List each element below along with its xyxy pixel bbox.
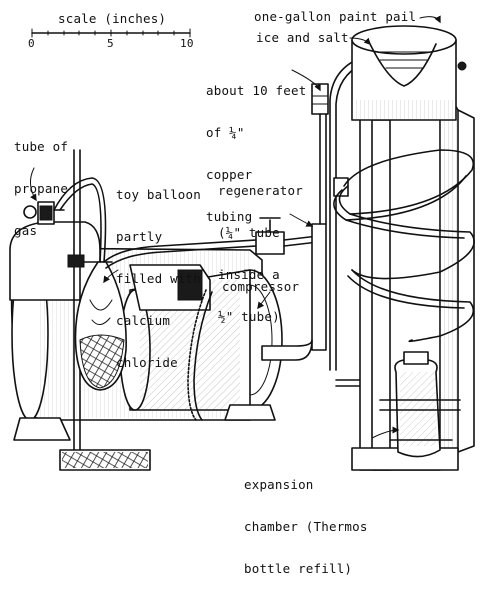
scale-title: scale (inches) — [58, 11, 167, 26]
leader-lines — [30, 15, 441, 439]
propane-tank — [9, 201, 101, 301]
label-regenerator: regenerator (¼" tube inside a ½" tube) — [218, 183, 303, 324]
scale-tick-10: 10 — [180, 37, 194, 50]
coiled-tube — [333, 149, 475, 343]
scale-bar — [31, 28, 191, 38]
label-paint-pail: one-gallon paint pail — [254, 9, 417, 24]
label-ice-salt: ice and salt — [256, 30, 349, 45]
scale-tick-0: 0 — [28, 37, 35, 50]
paint-pail — [351, 25, 467, 121]
apparatus-drawing — [9, 15, 475, 471]
label-compressor: compressor — [222, 279, 300, 294]
label-expansion-chamber: expansion chamber (Thermos bottle refill… — [244, 477, 368, 576]
expansion-chamber — [379, 351, 461, 458]
label-copper-tubing: about 10 feet of ¼" copper tubing — [206, 83, 307, 224]
label-propane: tube of propane gas — [14, 139, 69, 238]
scale-tick-5: 5 — [107, 37, 114, 50]
diagram-canvas: scale (inches) 0 5 10 one-gallon paint p… — [9, 9, 475, 576]
ring-stand — [59, 149, 151, 471]
toy-balloon — [74, 261, 127, 391]
label-balloon: toy balloon partly filled with calcium c… — [116, 187, 201, 370]
